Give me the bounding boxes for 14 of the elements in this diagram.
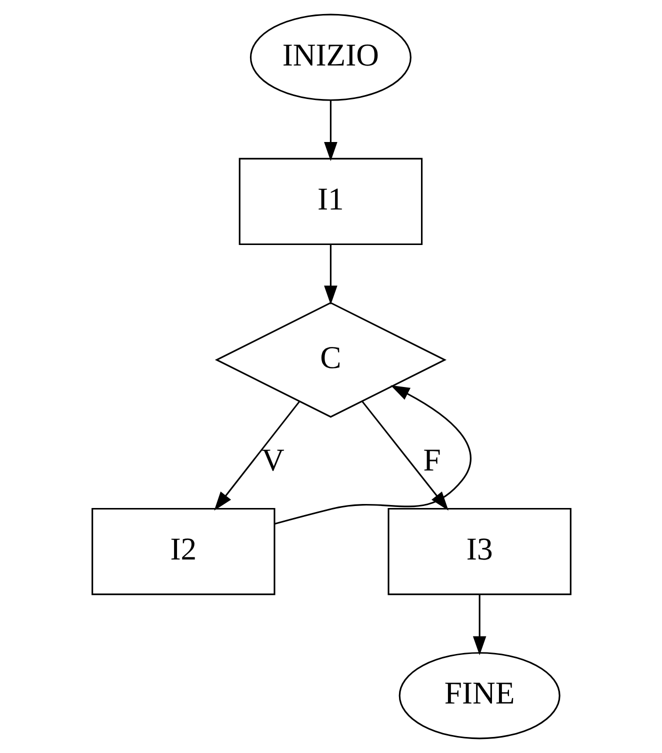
arrow: [472, 594, 486, 656]
arrow: [361, 400, 448, 511]
arrow: [324, 244, 337, 305]
arrow: [214, 400, 300, 511]
node-box: I1: [238, 158, 422, 246]
node-ellipse: INIZIO: [249, 14, 411, 101]
node-ellipse: FINE: [398, 652, 560, 740]
edge-label: V: [260, 442, 284, 478]
edge-label: F: [422, 442, 440, 478]
node-box: I2: [91, 508, 275, 596]
arrow: [274, 385, 471, 525]
node-box: I3: [387, 508, 571, 596]
arrow: [324, 100, 337, 162]
node-diamond: C: [214, 302, 446, 418]
